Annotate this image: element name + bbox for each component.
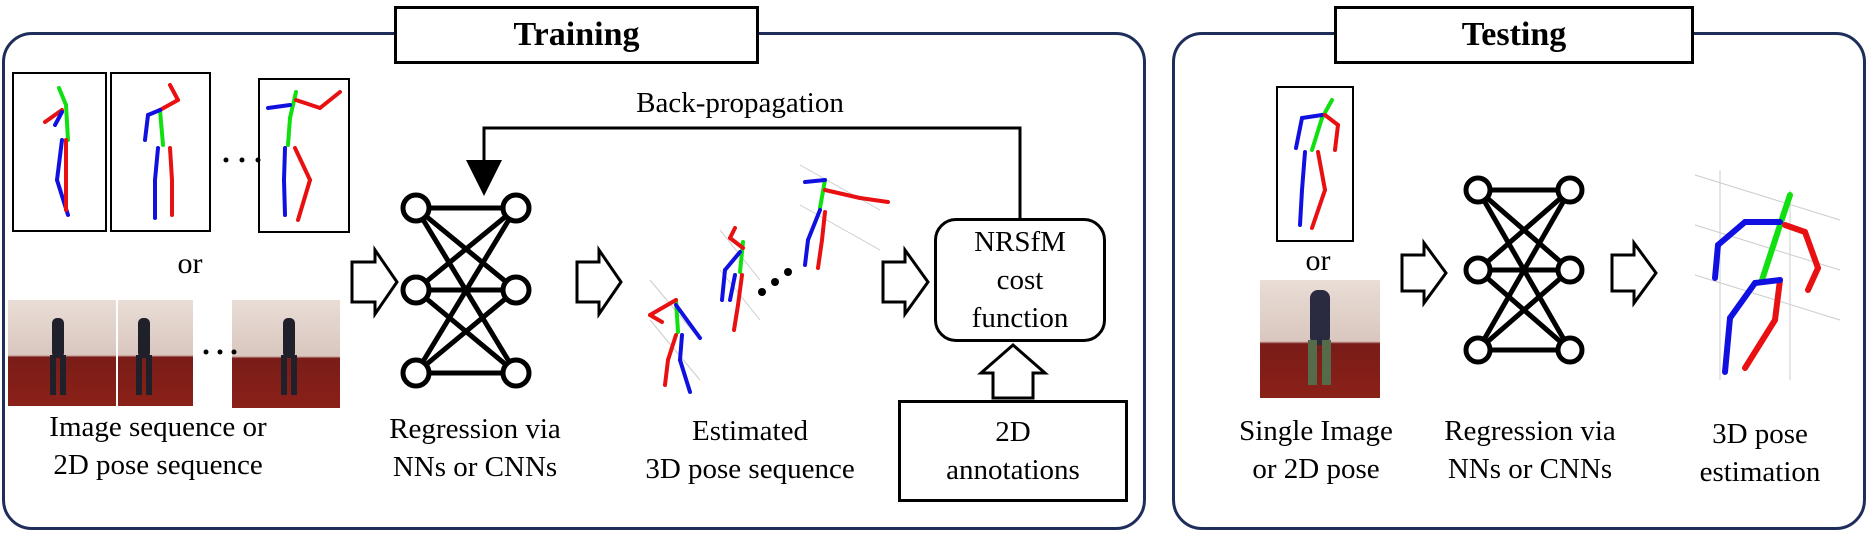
- block-arrow-3: [881, 245, 930, 319]
- neural-net-training: [400, 192, 532, 389]
- est-3d-grid: [649, 164, 881, 381]
- testing-regression-label: Regression via NNs or CNNs: [1444, 415, 1616, 485]
- est-3d-pose-3: [803, 178, 890, 270]
- photo-figure-2: [136, 318, 152, 395]
- neural-net-testing: [1463, 175, 1585, 365]
- testing-input-label: Single Image or 2D pose: [1239, 415, 1393, 485]
- block-arrow-1: [350, 245, 399, 319]
- block-arrow-2: [575, 245, 623, 319]
- skeleton-1: [43, 86, 70, 217]
- test-skeleton: [1294, 98, 1340, 230]
- block-arrow-up: [977, 343, 1049, 400]
- testing-title: Testing: [1334, 6, 1694, 64]
- nrsfm-cost-box: NRSfM cost function: [934, 218, 1106, 342]
- test-3d-pose: [1712, 192, 1821, 375]
- est-3d-dots: [758, 268, 792, 296]
- skeleton-3: [266, 90, 342, 222]
- backprop-label: Back-propagation: [636, 87, 844, 119]
- photo-figure-3: [281, 318, 297, 395]
- training-regression-label: Regression via NNs or CNNs: [389, 413, 561, 483]
- testing-or-label: or: [1305, 244, 1331, 277]
- training-input-label: Image sequence or 2D pose sequence: [49, 411, 267, 481]
- photo-figure-test: [1308, 290, 1331, 385]
- training-title: Training: [394, 6, 759, 64]
- skeleton-2: [143, 83, 180, 220]
- ellipsis-dots-bottom: [203, 349, 237, 355]
- est-3d-pose-1: [648, 298, 702, 394]
- pose-frame-2: [110, 72, 211, 232]
- training-estimated-label: Estimated 3D pose sequence: [645, 415, 855, 485]
- photo-figure-1: [50, 318, 66, 395]
- backprop-arrow: [466, 126, 1022, 218]
- image-frame-2: [118, 300, 193, 406]
- test-block-arrow-2: [1610, 238, 1658, 308]
- ellipsis-dots-top: [223, 157, 261, 163]
- testing-output-label: 3D pose estimation: [1699, 418, 1821, 488]
- annotations-box: 2D annotations: [898, 400, 1128, 502]
- est-3d-pose-2: [720, 226, 745, 332]
- test-block-arrow-1: [1400, 238, 1448, 308]
- training-or-label: or: [177, 247, 203, 280]
